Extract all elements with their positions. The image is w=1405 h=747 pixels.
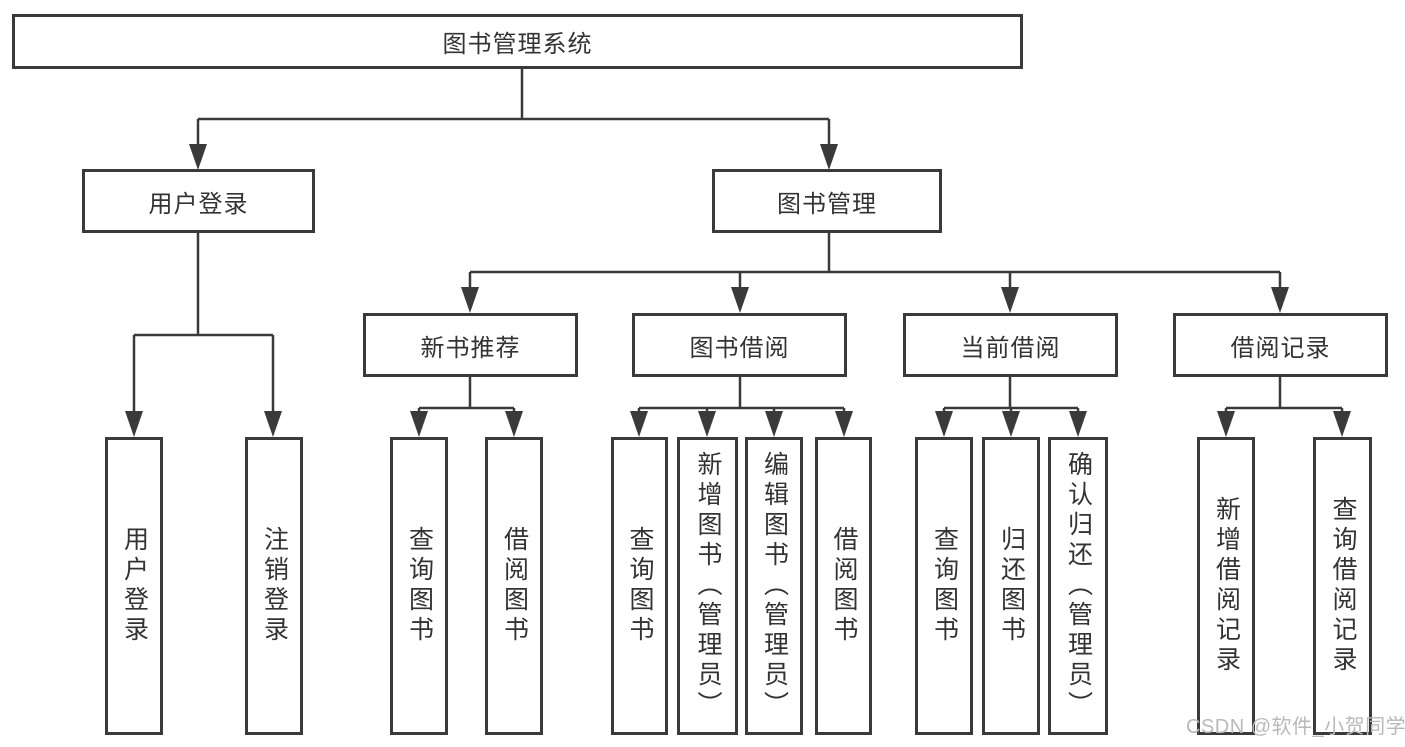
node-label: 用户登录 bbox=[148, 190, 249, 218]
leaf-logout: 注销登录 bbox=[245, 437, 303, 735]
node-label: 新增借阅记录 bbox=[1212, 496, 1241, 676]
node-current-borrowing: 当前借阅 bbox=[903, 313, 1118, 377]
leaf-return-books: 归还图书 bbox=[982, 437, 1040, 735]
leaf-confirm-return-admin: 确认归还（管理员） bbox=[1048, 437, 1108, 735]
arrowheads bbox=[125, 144, 1351, 437]
node-label: 新增图书（管理员） bbox=[694, 451, 722, 721]
node-label: 图书管理系统 bbox=[442, 31, 593, 58]
node-label: 图书借阅 bbox=[689, 334, 790, 362]
leaf-borrow-books-recommend: 借阅图书 bbox=[485, 437, 543, 735]
node-label: 查询图书 bbox=[626, 526, 654, 646]
leaf-query-books-borrow: 查询图书 bbox=[611, 437, 668, 735]
node-label: 新书推荐 bbox=[420, 334, 521, 362]
node-label: 借阅图书 bbox=[500, 526, 529, 646]
leaf-add-books-admin: 新增图书（管理员） bbox=[677, 437, 738, 735]
node-label: 借阅图书 bbox=[830, 526, 858, 646]
node-label: 查询借阅记录 bbox=[1329, 496, 1357, 676]
leaf-query-borrow-record: 查询借阅记录 bbox=[1313, 437, 1372, 735]
node-label: 图书管理 bbox=[777, 190, 877, 218]
node-label: 注销登录 bbox=[260, 526, 289, 646]
leaf-add-borrow-record: 新增借阅记录 bbox=[1197, 437, 1255, 735]
node-label: 归还图书 bbox=[997, 526, 1026, 646]
node-book-borrowing: 图书借阅 bbox=[632, 313, 847, 377]
node-borrowing-records: 借阅记录 bbox=[1173, 313, 1388, 377]
leaf-borrow-books: 借阅图书 bbox=[815, 437, 872, 735]
leaf-user-login: 用户登录 bbox=[105, 437, 163, 735]
node-user-login: 用户登录 bbox=[82, 169, 315, 233]
leaf-query-books-current: 查询图书 bbox=[915, 437, 973, 735]
node-label: 确认归还（管理员） bbox=[1064, 451, 1093, 721]
node-book-management: 图书管理 bbox=[712, 169, 942, 233]
node-label: 查询图书 bbox=[930, 526, 959, 646]
node-label: 借阅记录 bbox=[1230, 334, 1331, 362]
node-label: 当前借阅 bbox=[960, 334, 1061, 362]
node-root-library-system: 图书管理系统 bbox=[12, 14, 1023, 69]
node-label: 编辑图书（管理员） bbox=[760, 451, 789, 721]
node-new-book-recommendation: 新书推荐 bbox=[363, 313, 578, 377]
node-label: 查询图书 bbox=[405, 526, 434, 646]
node-label: 用户登录 bbox=[120, 526, 149, 646]
leaf-query-books-recommend: 查询图书 bbox=[390, 437, 448, 735]
csdn-watermark: CSDN @软件_小贺同学 bbox=[1186, 716, 1405, 738]
leaf-edit-books-admin: 编辑图书（管理员） bbox=[745, 437, 803, 735]
